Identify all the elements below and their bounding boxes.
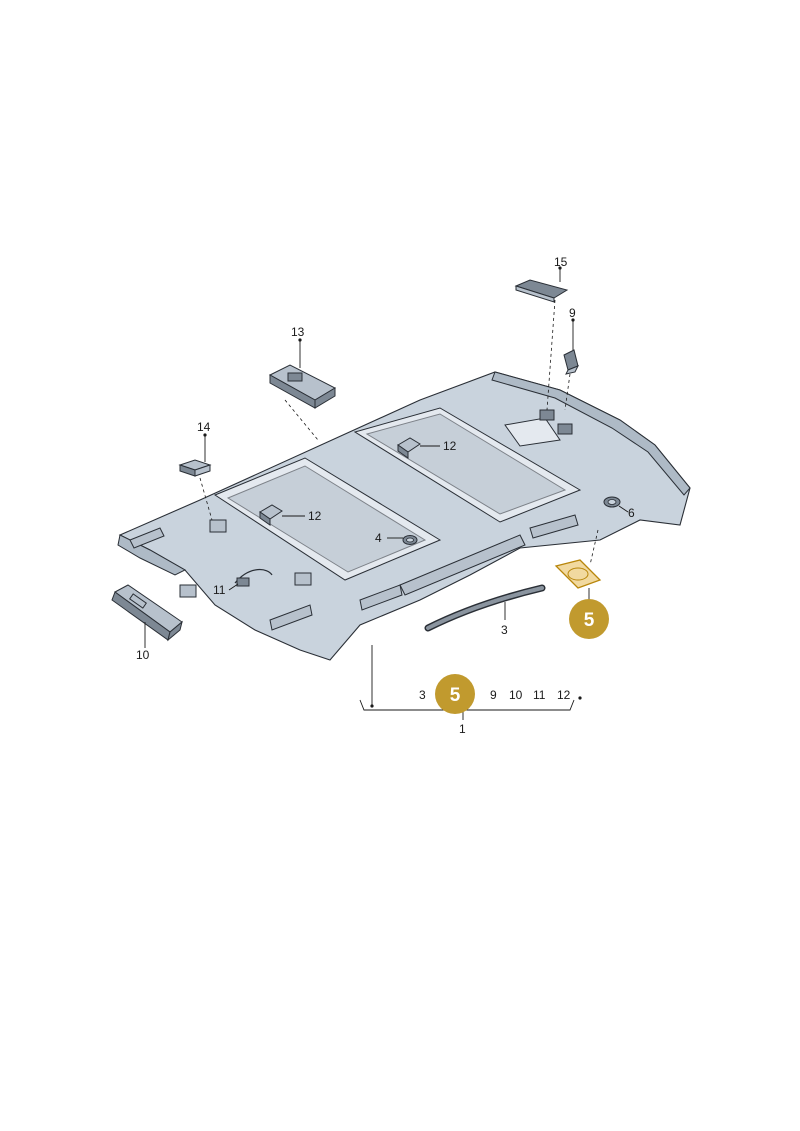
badge-group-5[interactable]: 5: [435, 674, 475, 714]
part-14-block[interactable]: [178, 459, 212, 477]
callout-9: 9: [569, 306, 576, 320]
part-4-grommet[interactable]: [402, 535, 418, 545]
part-13-dome-light[interactable]: [268, 364, 337, 409]
callout-6: 6: [628, 506, 635, 520]
callout-12a: 12: [443, 439, 457, 453]
callout-10: 10: [136, 648, 150, 662]
part-12-front-clip[interactable]: [397, 437, 421, 459]
group-item-9: 9: [490, 688, 497, 702]
group-item-12: 12: [557, 688, 571, 702]
part-6-grommet[interactable]: [603, 496, 621, 508]
callout-1: 1: [459, 722, 466, 736]
callout-11: 11: [213, 583, 226, 597]
group-item-10: 10: [509, 688, 523, 702]
badge-part-5[interactable]: 5: [569, 599, 609, 639]
badge-circle-part-5: [569, 599, 609, 639]
group-parts-list: 3 9 10 11 12: [419, 688, 571, 702]
callout-14: 14: [197, 420, 211, 434]
part-9-clip[interactable]: [563, 349, 580, 375]
part-5-speaker-trim[interactable]: [554, 559, 602, 589]
group-item-3: 3: [419, 688, 426, 702]
group-item-11: 11: [533, 688, 546, 702]
part-10-grab-handle[interactable]: [111, 584, 183, 642]
callout-3: 3: [501, 623, 508, 637]
badge-circle-group-5: [435, 674, 475, 714]
headliner-panel[interactable]: [117, 371, 691, 661]
badge-label-group-5: 5: [450, 685, 461, 706]
part-15-pad[interactable]: [514, 279, 569, 303]
badge-label-part-5: 5: [584, 610, 595, 631]
callout-4: 4: [375, 531, 382, 545]
callout-12b: 12: [308, 509, 322, 523]
callout-15: 15: [554, 255, 568, 269]
part-3-seal-strip[interactable]: [424, 584, 546, 632]
callout-13: 13: [291, 325, 305, 339]
part-12-rear-clip[interactable]: [259, 504, 283, 526]
